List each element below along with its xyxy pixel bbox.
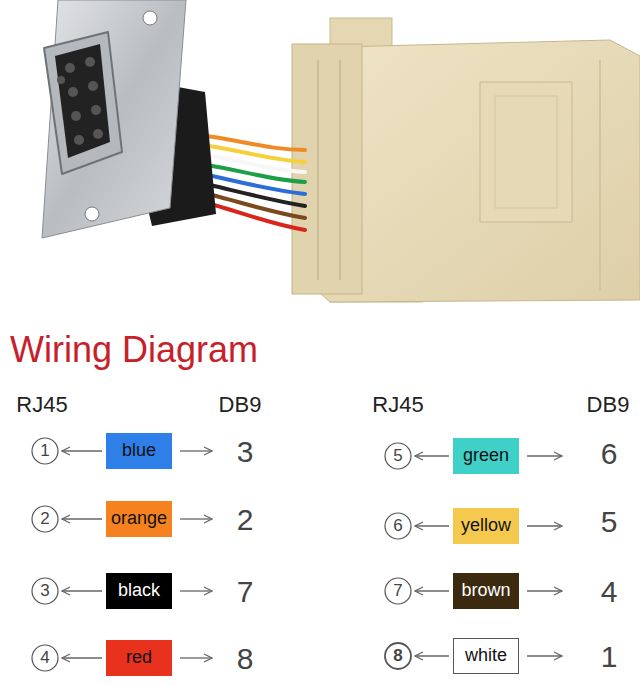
arrow-line: [180, 451, 562, 658]
pin-circle: 3: [31, 577, 59, 605]
pin-number: 5: [393, 447, 402, 466]
pin-circle: 1: [31, 437, 59, 465]
color-name: white: [465, 646, 507, 666]
arrow-connector: [62, 657, 102, 658]
wire-color-box: white: [453, 638, 519, 674]
color-name: orange: [111, 509, 167, 529]
arrow-connector: [62, 518, 102, 519]
wire-color-box: blue: [106, 433, 172, 469]
pin-number: 2: [237, 503, 254, 536]
arrow-connector: [415, 455, 449, 456]
pin-number: 6: [393, 517, 402, 536]
arrow-connector: [415, 655, 449, 656]
circle-outline: [32, 438, 58, 464]
db9-connector: [42, 0, 216, 238]
column-header: DB9: [219, 393, 262, 417]
arrow-connector: [415, 525, 449, 526]
pin-circle: 5: [384, 442, 412, 470]
circle-outline: [385, 643, 411, 669]
arrow-connector: [62, 590, 102, 591]
column-header: RJ45: [372, 393, 423, 417]
pin-number: 8: [393, 647, 402, 666]
adapter-photo: [0, 0, 640, 320]
wire-bundle: [200, 135, 305, 230]
pin-circle: 8: [384, 642, 412, 670]
column-header: RJ45: [16, 393, 67, 417]
diagram-title: Wiring Diagram: [10, 330, 258, 370]
color-name: blue: [122, 441, 156, 461]
pin-number: 8: [237, 642, 254, 675]
pin-circle: 4: [31, 644, 59, 672]
pin-number: 3: [237, 435, 254, 468]
pin-number: 5: [601, 505, 618, 538]
circle-outline: [32, 645, 58, 671]
circle-outline: [385, 443, 411, 469]
pin-number: 6: [601, 437, 618, 470]
color-name: yellow: [461, 516, 511, 536]
wire-color-box: yellow: [453, 508, 519, 544]
arrow-connector: [62, 450, 102, 451]
pin-number: 1: [40, 442, 49, 461]
circle-outline: [32, 578, 58, 604]
circle-outline: [385, 578, 411, 604]
pin-circle: 6: [384, 512, 412, 540]
column-header: DB9: [587, 393, 630, 417]
pin-number: 4: [40, 649, 49, 668]
pin-circle: 2: [31, 505, 59, 533]
wire-color-box: red: [106, 640, 172, 676]
wire-color-box: green: [453, 438, 519, 474]
color-name: black: [118, 581, 160, 601]
pin-number: 7: [393, 582, 402, 601]
pin-number: 4: [601, 575, 618, 608]
pin-number: 2: [40, 510, 49, 529]
pin-number: 3: [40, 582, 49, 601]
color-name: green: [463, 446, 509, 466]
circle-outline: [32, 506, 58, 532]
color-name: brown: [461, 581, 510, 601]
arrow-connector: [415, 590, 449, 591]
pin-number: 7: [237, 575, 254, 608]
wire-color-box: brown: [453, 573, 519, 609]
wire-color-box: black: [106, 573, 172, 609]
wire-color-box: orange: [106, 501, 172, 537]
pin-number: 1: [601, 640, 618, 673]
color-name: red: [126, 648, 152, 668]
rj45-housing: [292, 18, 640, 302]
pin-circle: 7: [384, 577, 412, 605]
circle-outline: [385, 513, 411, 539]
